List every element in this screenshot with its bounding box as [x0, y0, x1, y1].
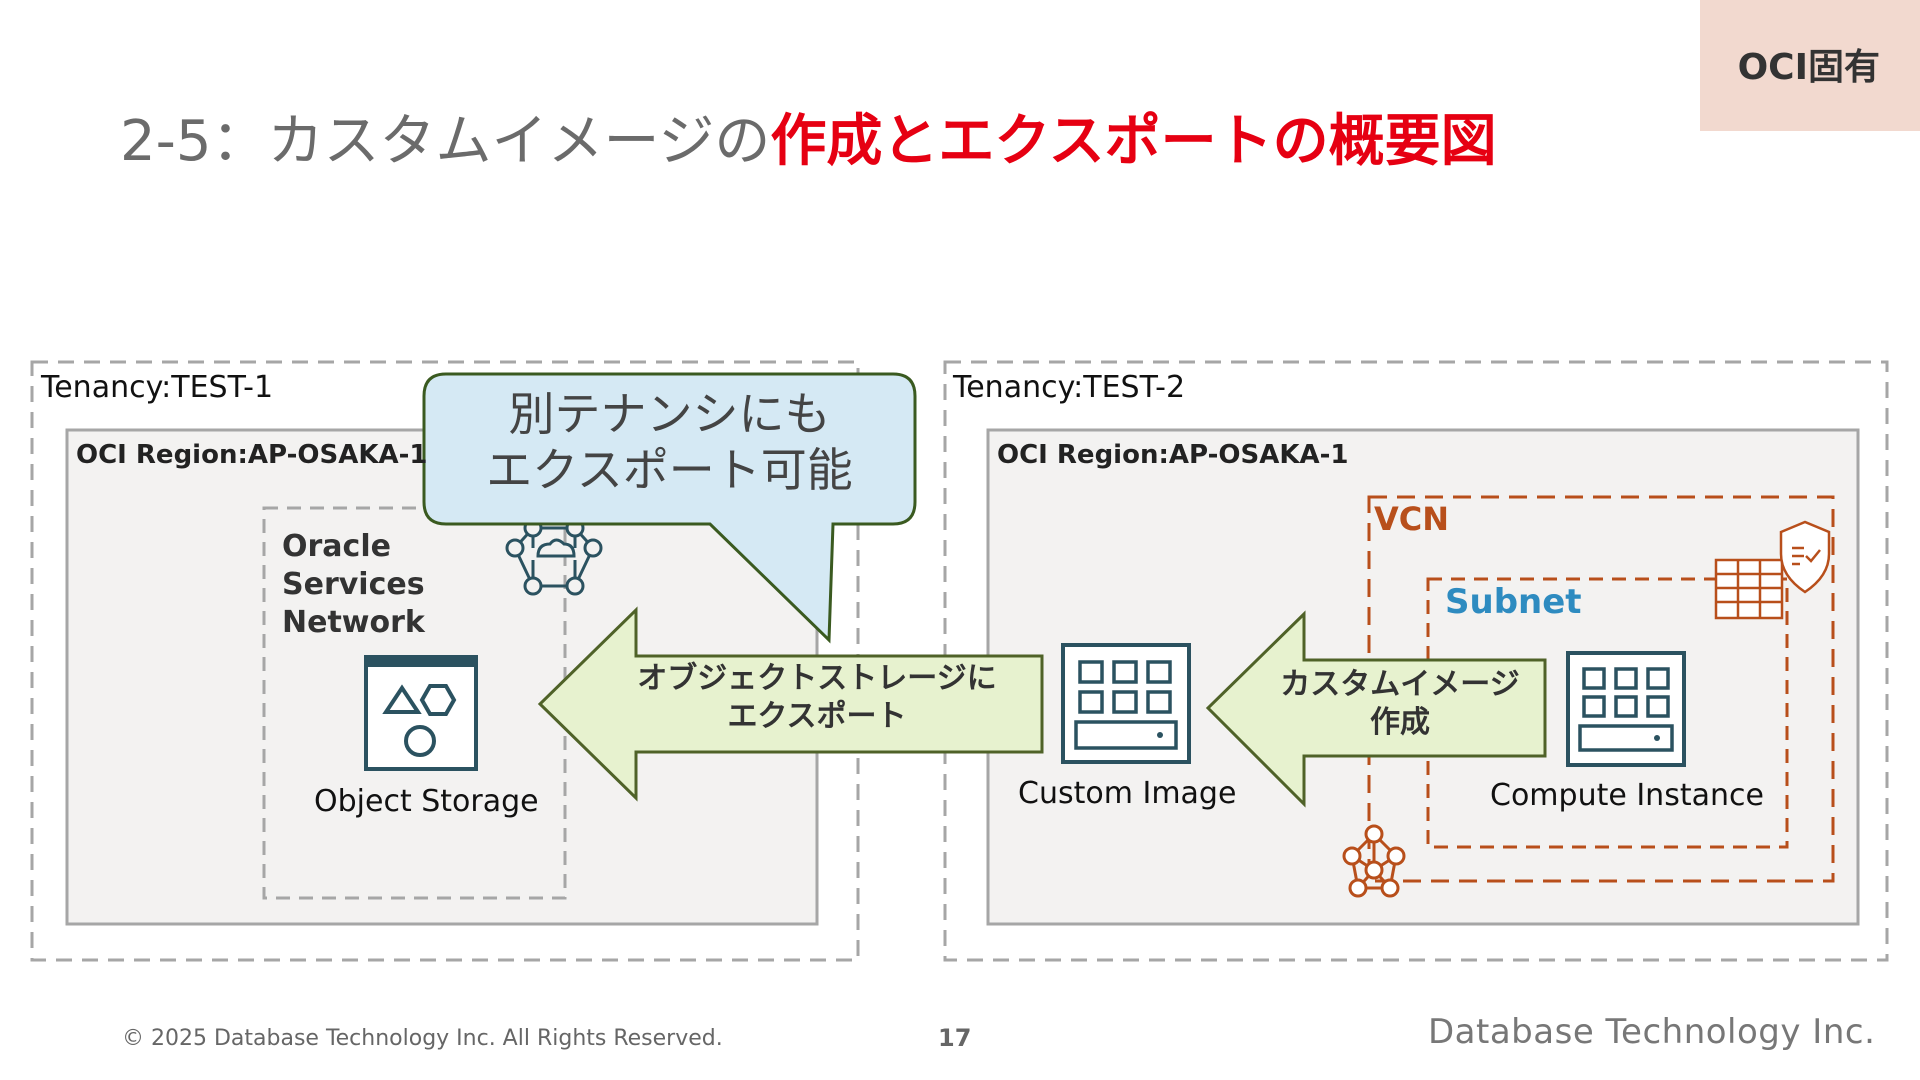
tenancy1-label: Tenancy:TEST-1: [41, 370, 274, 405]
tenancy2-region-label: OCI Region:AP-OSAKA-1: [997, 440, 1349, 470]
title-prefix: 2-5：カスタムイメージの: [120, 109, 771, 174]
vcn-icon: [1342, 824, 1406, 898]
compute-instance-label: Compute Instance: [1490, 778, 1764, 813]
create-arrow-line2: 作成: [1370, 705, 1430, 740]
badge-label: OCI固有: [1737, 47, 1880, 88]
security-list-icon: [1714, 520, 1831, 620]
custom-image-label: Custom Image: [1018, 776, 1237, 811]
slide-title: 2-5：カスタムイメージの作成とエクスポートの概要図: [120, 96, 1497, 177]
subnet-boundary: [1426, 577, 1789, 849]
export-arrow-text: オブジェクトストレージに エクスポート: [612, 660, 1022, 736]
oci-specific-badge: OCI固有: [1700, 0, 1920, 131]
vcn-boundary: [1367, 495, 1835, 883]
export-arrow-line2: エクスポート: [727, 699, 907, 734]
object-storage-icon: [364, 655, 478, 771]
tenancy2-label: Tenancy:TEST-2: [953, 370, 1186, 405]
callout-line2: エクスポート可能: [486, 443, 853, 497]
copyright-text: © 2025 Database Technology Inc. All Righ…: [122, 1026, 723, 1051]
osn-label-line3: Network: [282, 605, 425, 640]
callout-bubble: [422, 372, 917, 644]
callout-text: 別テナンシにも エクスポート可能: [424, 386, 915, 498]
object-storage-label: Object Storage: [314, 784, 539, 819]
compute-instance-icon: [1566, 651, 1686, 767]
osn-label-line1: Oracle: [282, 529, 391, 564]
export-arrow: [537, 606, 1044, 802]
osn-label: Oracle Services Network: [282, 528, 425, 642]
custom-image-icon: [1061, 643, 1191, 764]
export-arrow-line1: オブジェクトストレージに: [637, 661, 997, 696]
create-arrow-text: カスタムイメージ 作成: [1268, 666, 1532, 742]
subnet-label: Subnet: [1445, 582, 1582, 622]
vcn-label: VCN: [1374, 500, 1450, 538]
title-highlight: 作成とエクスポートの概要図: [770, 109, 1497, 174]
company-logo-text: Database Technology Inc.: [1428, 1012, 1876, 1052]
page-number: 17: [938, 1024, 972, 1052]
osn-label-line2: Services: [282, 567, 425, 602]
callout-line1: 別テナンシにも: [508, 387, 831, 441]
create-arrow-line1: カスタムイメージ: [1280, 667, 1520, 702]
tenancy2-boundary: [943, 360, 1889, 962]
create-arrow: [1205, 610, 1547, 808]
tenancy1-region-label: OCI Region:AP-OSAKA-1: [76, 440, 428, 470]
